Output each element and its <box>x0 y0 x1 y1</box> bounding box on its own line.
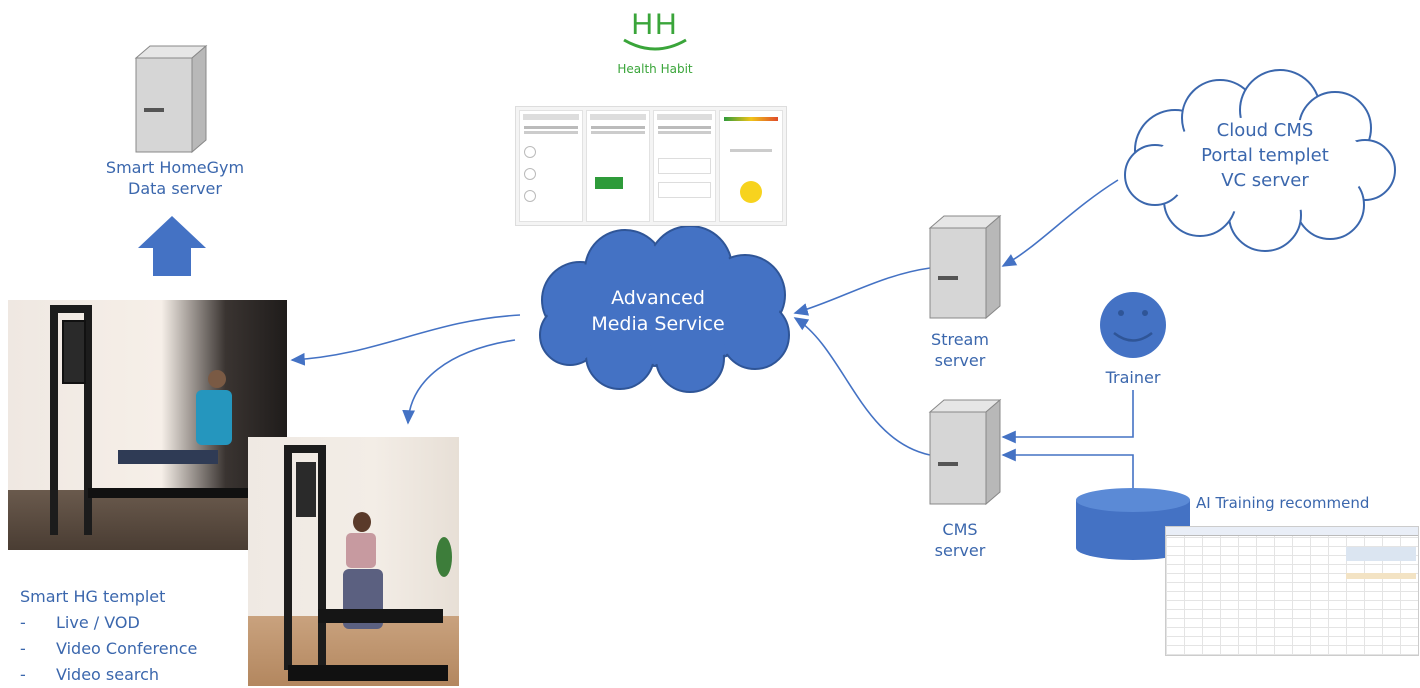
cloud-cms-line1: Cloud CMS <box>1216 120 1314 141</box>
trainer-smiley-icon <box>1100 292 1166 358</box>
data-server-line2: Data server <box>128 178 222 198</box>
cloud-cms-line3: VC server <box>1221 170 1309 192</box>
cms-server-icon <box>928 398 1002 506</box>
app-screen-4 <box>719 110 783 222</box>
smart-hg-item-label: Video search <box>56 665 160 684</box>
bullet: - <box>20 613 26 632</box>
logo-monogram: HH <box>631 8 679 41</box>
smart-hg-item-label: Live / VOD <box>56 613 140 632</box>
app-screens-preview <box>515 106 787 226</box>
logo-smile-icon <box>623 38 687 51</box>
app-screen-3 <box>652 110 717 222</box>
arrow-db-to-cms <box>1001 448 1134 490</box>
stream-server-icon <box>928 214 1002 320</box>
arrow-trainer-to-cms <box>1001 390 1134 444</box>
trainer-label: Trainer <box>1105 368 1161 387</box>
app-screen-2 <box>585 110 650 222</box>
ai-recommend-spreadsheet <box>1165 526 1419 656</box>
bullet: - <box>20 665 26 684</box>
logo-name: Health Habit <box>617 62 693 76</box>
smart-hg-item: - Video search <box>20 662 245 688</box>
arrow-stream-to-media <box>793 267 931 316</box>
bullet: - <box>20 639 26 658</box>
arrow-cloud-to-stream <box>1001 179 1119 267</box>
cms-server-line1: CMS <box>942 520 978 539</box>
homegym-photo-man <box>8 300 287 550</box>
data-server-label: Smart HomeGym Data server <box>60 158 290 200</box>
arrow-cms-to-media <box>793 317 931 456</box>
cms-server-line2: server <box>934 540 986 560</box>
homegym-photo-woman <box>248 437 459 686</box>
media-service-line1: Advanced <box>611 287 705 309</box>
logo: HH Health Habit <box>600 8 710 76</box>
database-icon <box>1076 488 1190 560</box>
media-service-line2: Media Service <box>591 312 725 335</box>
cloud-cms-line2: Portal templet <box>1201 145 1329 167</box>
cms-server-label: CMS server <box>900 520 1020 562</box>
smart-hg-item: - Video Conference <box>20 636 245 662</box>
arrow-media-to-gym-bottom <box>402 339 516 425</box>
app-screen-1 <box>519 110 583 222</box>
cloud-cms-label: Cloud CMS Portal templet VC server <box>1170 118 1360 194</box>
smart-hg-item: - Live / VOD <box>20 610 245 636</box>
stream-server-line1: Stream <box>931 330 989 349</box>
data-server-icon <box>134 44 208 154</box>
stream-server-label: Stream server <box>900 330 1020 372</box>
ai-training-label: AI Training recommend <box>1196 494 1370 512</box>
smart-hg-item-label: Video Conference <box>56 639 198 658</box>
media-service-label: Advanced Media Service <box>548 286 768 337</box>
smart-hg-templet-list: Smart HG templet - Live / VOD - Video Co… <box>20 584 245 688</box>
smart-hg-title: Smart HG templet <box>20 587 166 606</box>
arrow-media-to-gym-top <box>290 314 521 366</box>
upload-arrow <box>138 216 206 276</box>
stream-server-line2: server <box>934 350 986 370</box>
data-server-line1: Smart HomeGym <box>105 158 245 177</box>
